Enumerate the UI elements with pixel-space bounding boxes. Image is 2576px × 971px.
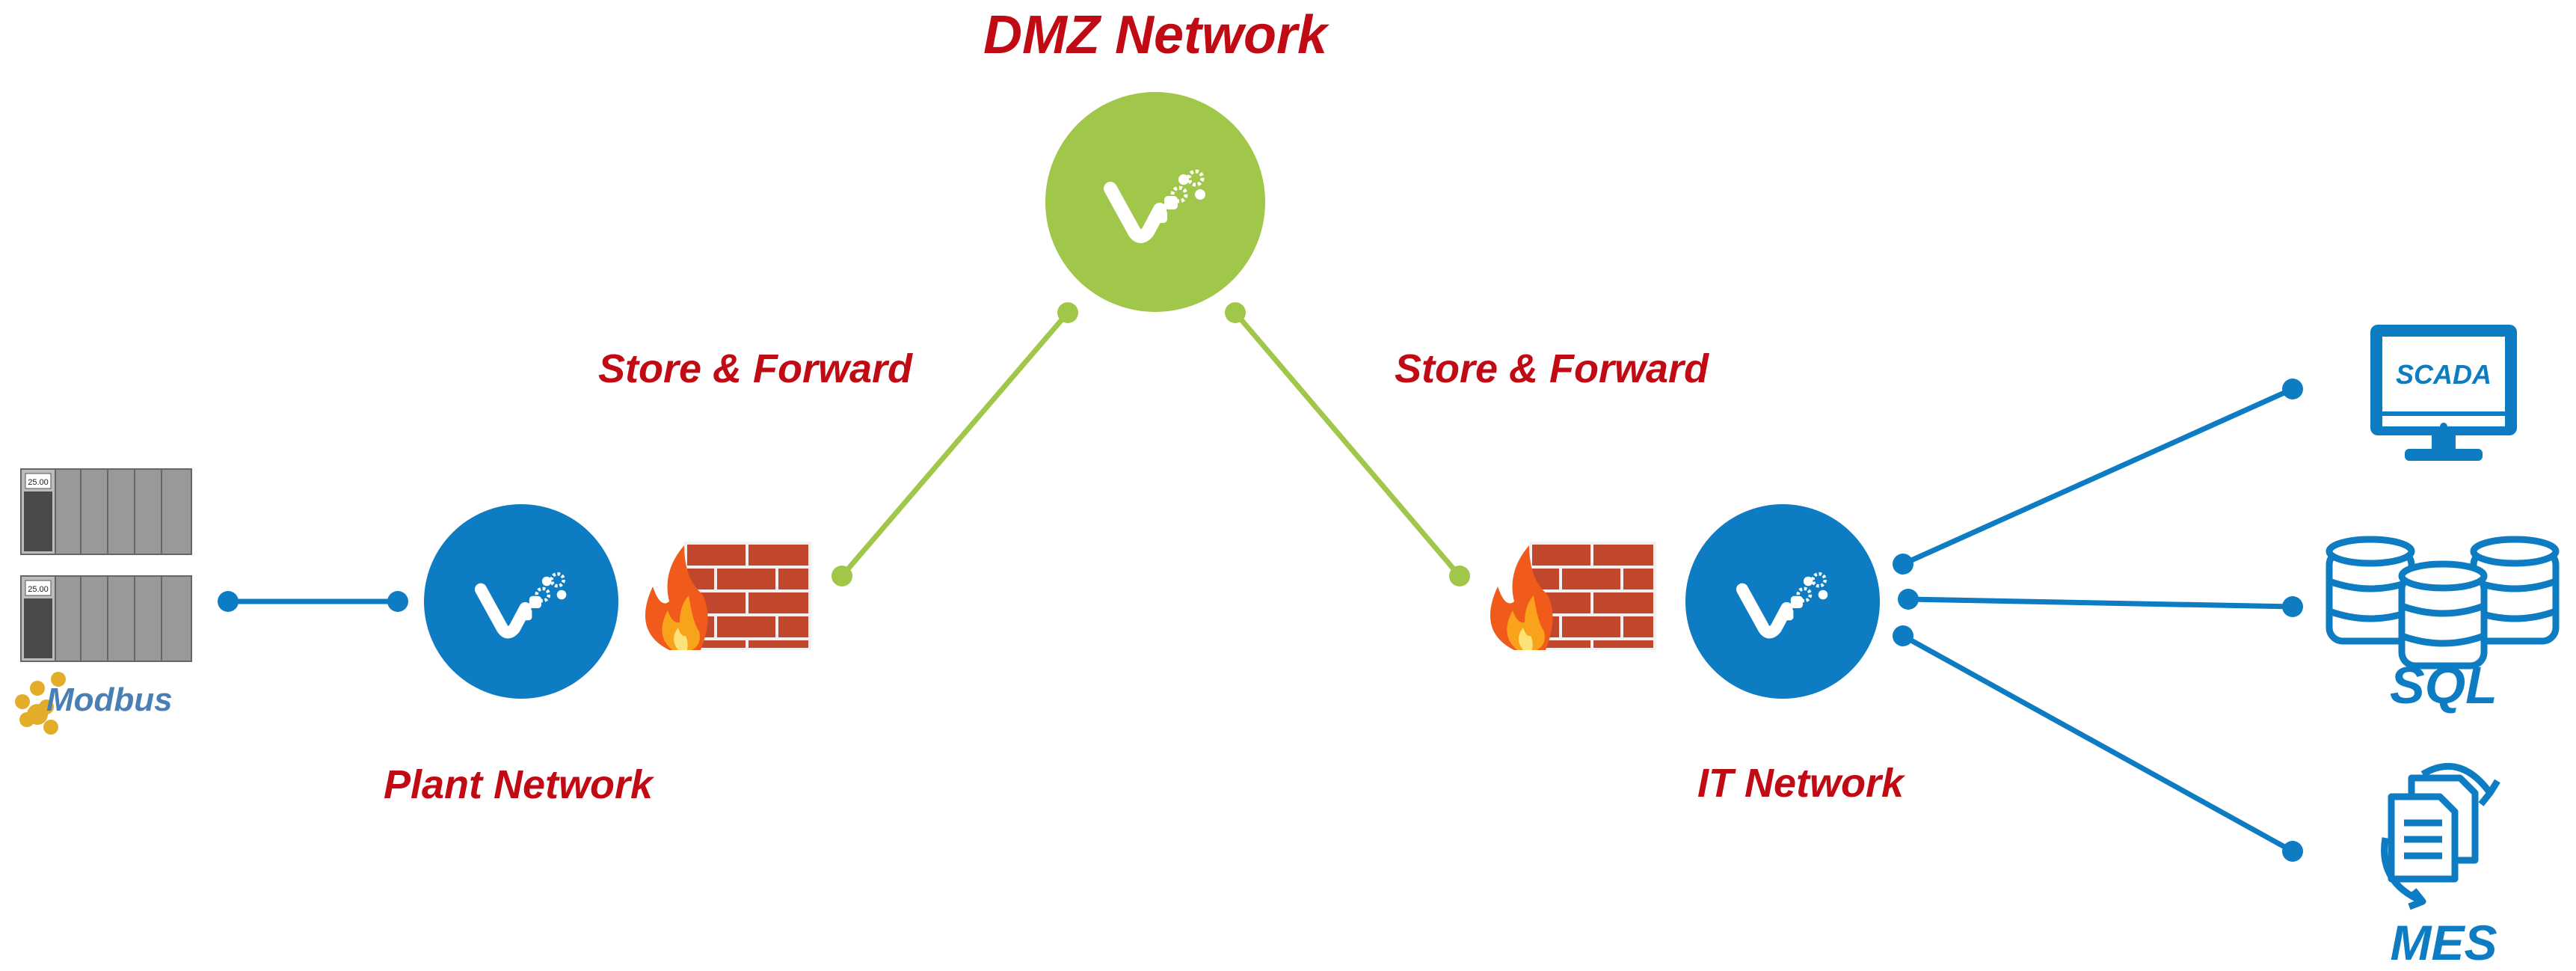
- store-forward-left-label: Store & Forward: [597, 346, 913, 391]
- firewall-icon: [645, 542, 811, 650]
- store-forward-right-label: Store & Forward: [1394, 346, 1709, 391]
- link-dot: [2282, 841, 2303, 862]
- link-dot: [1893, 554, 1913, 575]
- scada-label: SCADA: [2396, 359, 2492, 390]
- link-it-mes: [1902, 633, 2294, 854]
- link-plant-dmz: [840, 310, 1070, 578]
- link-dot: [2282, 596, 2303, 617]
- database-icon: [2326, 536, 2560, 670]
- connectors: [218, 302, 2303, 862]
- link-dot: [831, 566, 852, 586]
- plc-rack-top: 25.00: [20, 468, 192, 555]
- modbus-text: Modbus: [46, 681, 173, 718]
- plc-tag: 25.00: [28, 585, 49, 594]
- sql-label: SQL: [2390, 656, 2497, 714]
- modbus-logo: Modbus: [15, 672, 173, 735]
- plant-node: [424, 504, 618, 699]
- documents-sync-icon: [2381, 762, 2500, 910]
- link-dot: [387, 591, 408, 612]
- link-it-scada: [1902, 386, 2294, 567]
- link-dmz-it: [1233, 310, 1462, 578]
- link-dot: [218, 591, 239, 612]
- dmz-network-label: DMZ Network: [983, 5, 1328, 65]
- monitor-icon: SCADA: [2370, 325, 2517, 461]
- it-network-label: IT Network: [1697, 761, 1905, 806]
- link-dot: [1898, 589, 1919, 610]
- link-dot: [1893, 625, 1913, 646]
- mes-label: MES: [2390, 915, 2497, 970]
- it-node: [1685, 504, 1880, 699]
- link-dot: [1449, 566, 1470, 586]
- firewall-icon: [1490, 542, 1656, 650]
- link-dot: [1057, 302, 1078, 323]
- plant-network-label: Plant Network: [383, 762, 654, 807]
- link-dot: [2282, 379, 2303, 399]
- link-dot: [1225, 302, 1246, 323]
- plc-rack-bottom: 25.00: [20, 575, 192, 662]
- link-it-sql: [1908, 596, 2293, 610]
- dmz-node: [1045, 92, 1265, 312]
- plc-tag: 25.00: [28, 478, 49, 487]
